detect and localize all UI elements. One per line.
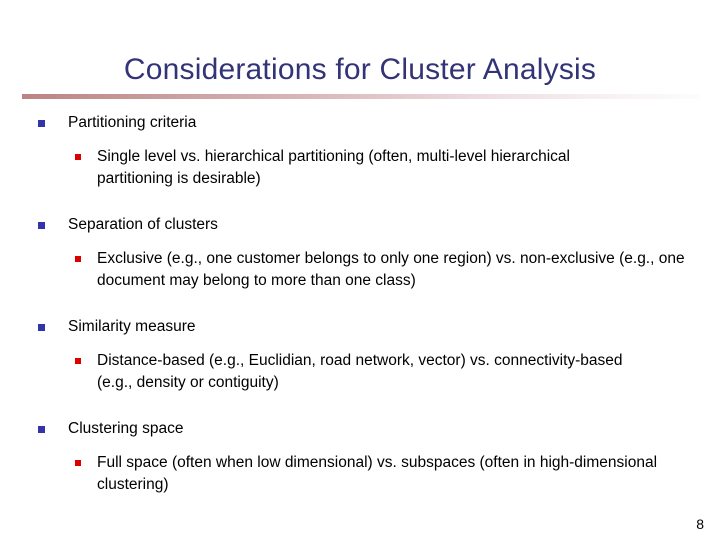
bullet-level2: Full space (often when low dimensional) … xyxy=(0,452,720,496)
bullet-level1-label: Separation of clusters xyxy=(68,216,218,233)
bullet-level2: Exclusive (e.g., one customer belongs to… xyxy=(0,248,720,292)
bullet-group-similarity-measure: Similarity measure Distance-based (e.g.,… xyxy=(0,316,720,394)
title-divider-rule xyxy=(22,94,700,99)
group-spacer xyxy=(0,292,720,316)
bullet-level1: Partitioning criteria xyxy=(0,112,720,133)
slide-title-block: Considerations for Cluster Analysis xyxy=(0,32,720,108)
slide-body: Partitioning criteria Single level vs. h… xyxy=(0,112,720,496)
bullet-level2-label: Full space (often when low dimensional) … xyxy=(97,454,658,493)
square-bullet-icon xyxy=(75,460,81,466)
bullet-group-clustering-space: Clustering space Full space (often when … xyxy=(0,418,720,496)
bullet-level1-label: Clustering space xyxy=(68,420,184,437)
page-number: 8 xyxy=(696,516,704,532)
bullet-level1: Similarity measure xyxy=(0,316,720,337)
bullet-level2-label: Single level vs. hierarchical partitioni… xyxy=(97,148,570,187)
bullet-group-separation-of-clusters: Separation of clusters Exclusive (e.g., … xyxy=(0,214,720,292)
bullet-level1: Separation of clusters xyxy=(0,214,720,235)
bullet-level2: Single level vs. hierarchical partitioni… xyxy=(0,146,720,190)
page-title: Considerations for Cluster Analysis xyxy=(123,53,597,87)
bullet-level2: Distance-based (e.g., Euclidian, road ne… xyxy=(0,350,720,394)
bullet-level2-label: Distance-based (e.g., Euclidian, road ne… xyxy=(97,352,623,391)
bullet-group-partitioning-criteria: Partitioning criteria Single level vs. h… xyxy=(0,112,720,190)
square-bullet-icon xyxy=(75,358,81,364)
bullet-level1: Clustering space xyxy=(0,418,720,439)
square-bullet-icon xyxy=(38,426,45,433)
square-bullet-icon xyxy=(38,324,45,331)
bullet-level1-label: Partitioning criteria xyxy=(68,114,197,131)
group-spacer xyxy=(0,394,720,418)
group-spacer xyxy=(0,190,720,214)
bullet-level2-label: Exclusive (e.g., one customer belongs to… xyxy=(97,250,685,289)
square-bullet-icon xyxy=(38,222,45,229)
square-bullet-icon xyxy=(38,120,45,127)
bullet-level1-label: Similarity measure xyxy=(68,318,196,335)
square-bullet-icon xyxy=(75,154,81,160)
square-bullet-icon xyxy=(75,256,81,262)
